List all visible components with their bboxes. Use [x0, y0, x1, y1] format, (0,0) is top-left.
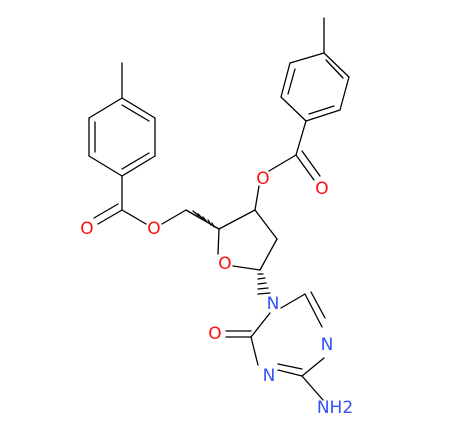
- bond: [280, 62, 291, 98]
- bond: [88, 97, 123, 119]
- bond: [280, 96, 307, 122]
- bond: [295, 154, 315, 181]
- bond: [305, 109, 341, 122]
- bond: [339, 76, 350, 111]
- bond: [259, 238, 278, 271]
- atom-o-carbonyl-left: O: [80, 219, 93, 239]
- atom-labels: O O O O O N O N N NH2: [80, 169, 353, 418]
- atom-n1: N: [267, 294, 280, 314]
- bond: [301, 357, 325, 377]
- bond: [121, 97, 156, 119]
- bond: [97, 209, 123, 225]
- bond: [161, 209, 187, 225]
- atom-o-ester-right: O: [256, 169, 269, 189]
- bond: [88, 155, 123, 177]
- bond: [308, 105, 335, 115]
- bond: [323, 52, 350, 78]
- bond: [295, 120, 307, 156]
- triazine-ring: [225, 291, 326, 401]
- bond: [304, 293, 323, 328]
- bond: [287, 68, 296, 95]
- bond: [254, 185, 260, 211]
- atom-o-triazine: O: [208, 324, 221, 344]
- hashed-bond-c1: [257, 273, 271, 295]
- bond: [277, 369, 303, 377]
- bond: [232, 265, 261, 271]
- bond: [277, 363, 303, 370]
- bond: [280, 293, 306, 309]
- bond: [121, 209, 147, 225]
- bond: [310, 291, 326, 319]
- bond: [250, 312, 271, 338]
- bond: [250, 336, 259, 366]
- atom-o-carbonyl-right: O: [315, 179, 328, 199]
- bond: [289, 52, 325, 64]
- bond: [121, 155, 156, 177]
- bond: [301, 375, 324, 401]
- bond: [254, 209, 278, 240]
- bond: [93, 203, 119, 219]
- hashed-bond-c4: [192, 210, 215, 228]
- deoxyribose-ring: [192, 209, 278, 295]
- right-toluoyl-group: [254, 17, 350, 211]
- bond: [301, 150, 321, 177]
- bond: [325, 59, 344, 79]
- atom-nh2: NH2: [317, 398, 353, 418]
- bond: [121, 152, 150, 170]
- atom-n3: N: [321, 335, 334, 355]
- bond: [217, 228, 220, 255]
- atom-n5: N: [263, 366, 276, 386]
- atom-o-ring: O: [218, 254, 231, 274]
- bond: [268, 154, 297, 172]
- bond: [121, 104, 150, 122]
- atom-o-ester-left: O: [147, 219, 160, 239]
- left-toluoyl-group: [88, 62, 220, 230]
- bond: [218, 209, 256, 230]
